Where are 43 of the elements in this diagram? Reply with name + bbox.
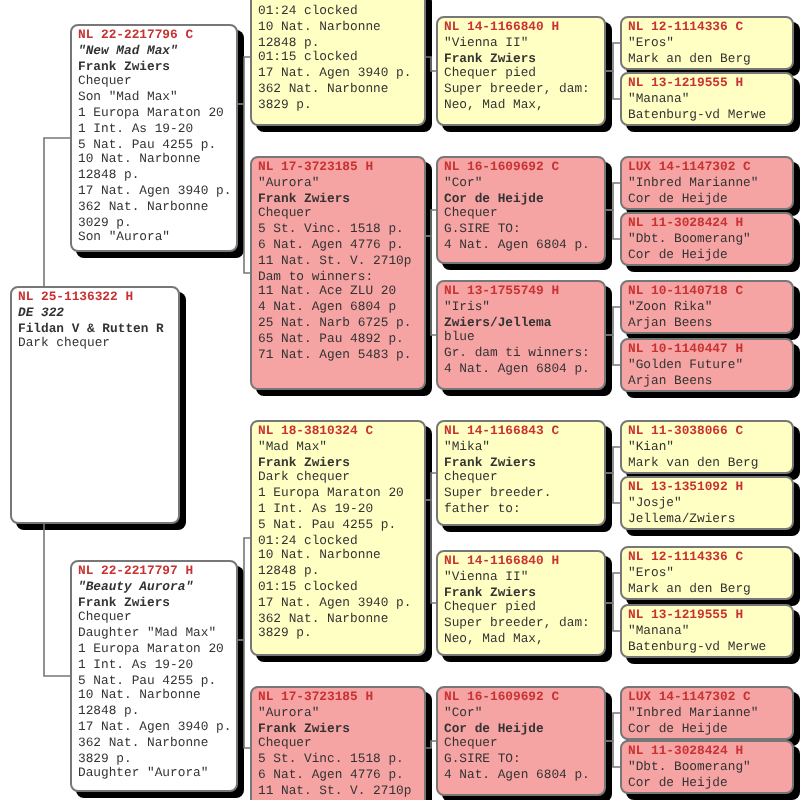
pedigree-card [620, 420, 794, 474]
pedigree-card [436, 686, 606, 796]
connector-line [605, 472, 621, 504]
pedigree-card [250, 156, 426, 390]
pedigree-card [620, 604, 794, 658]
pedigree-card [620, 280, 794, 334]
pedigree-card [620, 476, 794, 530]
pedigree-card [70, 560, 238, 792]
connector-line [605, 602, 621, 632]
pedigree-card [620, 686, 794, 740]
pedigree-card [620, 546, 794, 600]
connector-line [425, 472, 437, 501]
connector-line [237, 639, 251, 749]
connector-line [43, 523, 71, 677]
pedigree-card [436, 280, 606, 390]
connector-line [425, 209, 437, 237]
pedigree-card [620, 338, 794, 392]
connector-line [605, 334, 621, 366]
pedigree-card [70, 24, 238, 252]
pedigree-card [620, 72, 794, 126]
connector-line [605, 70, 621, 100]
connector-line [237, 537, 251, 641]
pedigree-card [620, 156, 794, 210]
pedigree-card [620, 740, 794, 794]
pedigree-card [436, 16, 606, 126]
pedigree-card [436, 156, 606, 264]
connector-line [43, 137, 71, 287]
connector-line [425, 56, 437, 72]
connector-line [237, 56, 251, 105]
pedigree-card [620, 16, 794, 70]
pedigree-card [250, 686, 426, 800]
connector-line [425, 499, 437, 604]
pedigree-card [250, 420, 426, 656]
pedigree-card [436, 550, 606, 656]
connector-line [237, 103, 251, 274]
pedigree-card [10, 286, 180, 524]
connector-line [605, 209, 621, 240]
pedigree-card [436, 420, 606, 526]
connector-line [605, 740, 621, 768]
connector-line [425, 740, 437, 749]
connector-line [425, 235, 437, 336]
pedigree-card [620, 212, 794, 266]
pedigree-card [250, 0, 426, 126]
